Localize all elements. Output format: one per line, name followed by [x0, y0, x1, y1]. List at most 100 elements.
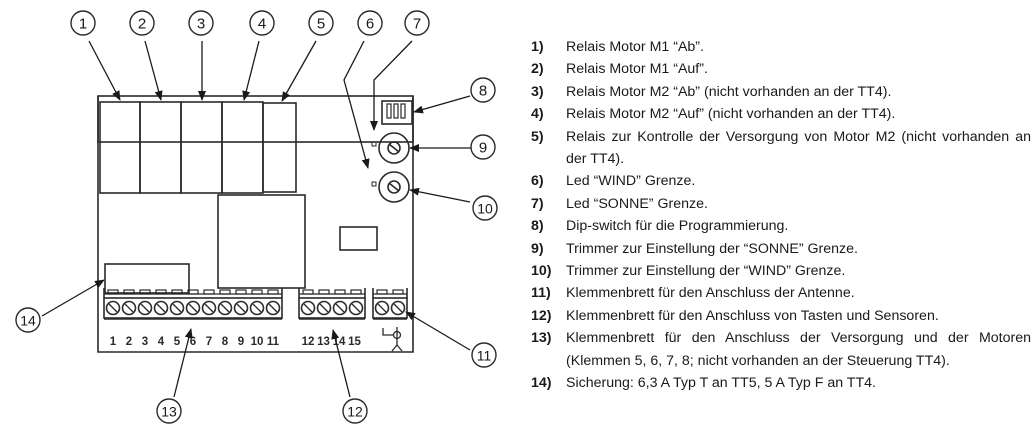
board-outline: [97, 95, 414, 143]
callout-12: 12: [342, 398, 368, 424]
callout-7: 7: [404, 10, 430, 36]
terminal-label: 1: [110, 336, 117, 348]
callout-5: 5: [308, 10, 334, 36]
terminal-label: 12: [302, 336, 315, 348]
legend-item-number: 10): [531, 263, 552, 280]
callout-circle: [129, 10, 155, 36]
legend-item-text: Klemmenbrett für den Anschluss der Verso…: [566, 330, 1031, 369]
leader-6: [343, 40, 370, 169]
terminal-block-body: [372, 297, 408, 319]
transformer: [217, 194, 306, 289]
legend-item: 3)Relais Motor M2 “Ab” (nicht vorhanden …: [531, 81, 1031, 103]
legend-item-number: 12): [531, 307, 552, 324]
callout-circle: [470, 134, 496, 160]
legend-item: 9)Trimmer zur Einstellung der “SONNE” Gr…: [531, 238, 1031, 260]
callout-2: 2: [129, 10, 155, 36]
terminal-screw: [316, 300, 332, 316]
legend-item-text: Led “WIND” Grenze.: [566, 173, 696, 190]
terminal-screw: [332, 300, 348, 316]
callout-8: 8: [470, 77, 496, 103]
trimmer-wind: [378, 171, 410, 203]
legend-item-text: Relais Motor M2 “Ab” (nicht vorhanden an…: [566, 83, 892, 100]
legend-item-number: 1): [531, 39, 544, 55]
callout-circle: [70, 10, 96, 36]
terminal-screw: [201, 300, 217, 316]
leader-11: [405, 311, 471, 351]
legend-item-number: 6): [531, 173, 544, 190]
terminal-screw: [249, 300, 265, 316]
legend-item: 2) Relais Motor M1 “Auf”.: [531, 58, 1031, 80]
terminal-screw: [233, 300, 249, 316]
callout-circle: [188, 10, 214, 36]
leader-8: [413, 95, 471, 114]
callout-10: 10: [472, 195, 498, 221]
callout-number: 6: [366, 16, 374, 33]
terminal-screw: [137, 300, 153, 316]
terminal-block-main: [103, 288, 283, 320]
callout-number: 5: [317, 16, 325, 33]
callout-13: 13: [156, 398, 182, 424]
terminal-block-body: [103, 297, 283, 319]
antenna-symbol: [382, 327, 403, 352]
legend-item-text: Relais Motor M1 “Auf”.: [566, 61, 708, 78]
callout-circle: [357, 10, 383, 36]
leader-10: [409, 187, 471, 203]
callout-number: 1: [79, 16, 87, 33]
dip-switch: [381, 100, 413, 125]
relay-3: [180, 101, 223, 194]
legend-item-number: 13): [531, 330, 552, 347]
callout-number: 12: [347, 404, 363, 420]
legend-list: 1)Relais Motor M1 “Ab”.2)Relais Motor M1…: [531, 36, 1031, 395]
legend-item: 7) Led “SONNE” Grenze.: [531, 193, 1031, 215]
relay-2: [139, 101, 182, 194]
terminal-block-body: [298, 297, 366, 319]
leader-14: [41, 279, 105, 317]
leader-1: [88, 40, 121, 101]
legend-item: 5)Relais zur Kontrolle der Versorgung vo…: [531, 126, 1031, 171]
callout-number: 7: [413, 16, 421, 33]
callout-circle: [404, 10, 430, 36]
terminal-label: 5: [174, 336, 181, 348]
callout-9: 9: [470, 134, 496, 160]
callout-number: 10: [477, 201, 493, 217]
terminal-label: 3: [142, 336, 148, 348]
callout-11: 11: [471, 342, 497, 368]
callout-circle: [15, 307, 41, 333]
legend-item-text: Klemmenbrett für den Anschluss der Anten…: [566, 285, 855, 302]
legend-item-number: 7): [531, 195, 544, 212]
callout-number: 9: [479, 140, 487, 157]
legend-item: 4)Relais Motor M2 “Auf” (nicht vorhanden…: [531, 103, 1031, 125]
terminal-label: 10: [251, 336, 264, 348]
legend-item-number: 9): [531, 240, 544, 257]
leader-7: [370, 40, 413, 131]
terminal-label: 4: [158, 336, 165, 348]
led-sonne: [371, 141, 377, 147]
legend-item: 12)Klemmenbrett für den Anschluss von Ta…: [531, 305, 1031, 327]
legend-item-text: Led “SONNE” Grenze.: [566, 195, 708, 212]
legend-item: 14)Sicherung: 6,3 A Typ T an TT5, 5 A Ty…: [531, 372, 1031, 394]
led-wind: [371, 181, 377, 187]
terminal-screw: [169, 300, 185, 316]
legend-item: 10) Trimmer zur Einstellung der “WIND” Gr…: [531, 260, 1031, 282]
leader-13: [173, 328, 193, 398]
terminal-screw: [348, 300, 364, 316]
legend-item: 13) Klemmenbrett für den Anschluss der Ve…: [531, 327, 1031, 372]
trimmer-sonne: [378, 132, 410, 164]
terminal-label: 15: [348, 336, 361, 348]
board-outline-body: [97, 96, 414, 353]
terminal-screw: [121, 300, 137, 316]
callout-circle: [472, 195, 498, 221]
legend-item: 8)Dip-switch für die Programmierung.: [531, 215, 1031, 237]
leader-4: [242, 40, 260, 101]
legend-item: 6) Led “WIND” Grenze.: [531, 170, 1031, 192]
fuse: [104, 263, 190, 294]
legend-item-text: Trimmer zur Einstellung der “WIND” Grenz…: [566, 263, 846, 280]
legend-item-number: 2): [531, 61, 544, 78]
callout-number: 2: [138, 16, 146, 33]
terminal-block-antenna: [372, 288, 408, 320]
legend-item-number: 4): [531, 106, 544, 123]
legend-item-number: 5): [531, 128, 544, 145]
callout-circle: [342, 398, 368, 424]
callout-number: 14: [20, 313, 36, 329]
legend-item-text: Sicherung: 6,3 A Typ T an TT5, 5 A Typ F…: [566, 375, 876, 392]
